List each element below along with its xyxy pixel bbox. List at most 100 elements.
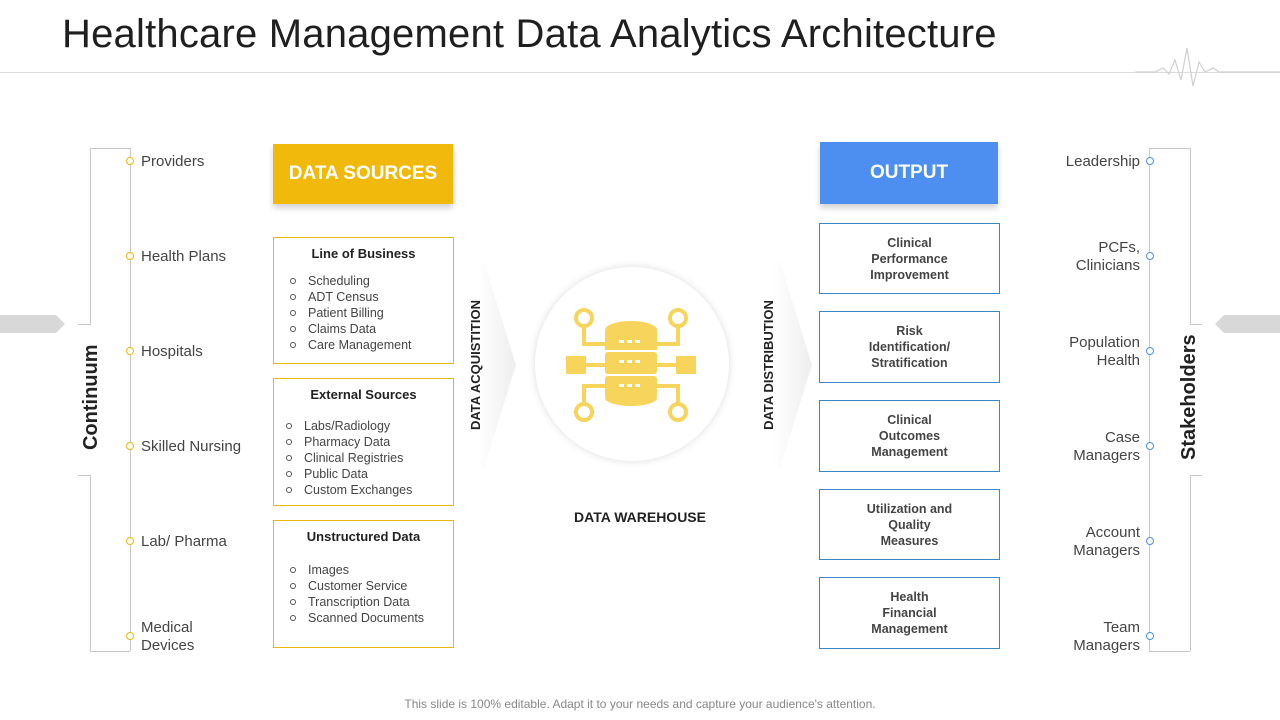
continuum-item: Health Plans <box>141 248 227 265</box>
list-item: Scanned Documents <box>290 610 453 626</box>
output-box: Risk Identification/ Stratification <box>819 311 1000 383</box>
continuum-bracket-upper <box>90 148 91 324</box>
line-of-business-box: Line of Business Scheduling ADT Census P… <box>273 237 454 364</box>
continuum-dot <box>126 252 134 260</box>
output-box: Clinical Outcomes Management <box>819 400 1000 472</box>
continuum-item: Medical Devices <box>141 619 195 654</box>
continuum-spine <box>130 148 131 651</box>
circle-bullet-icon <box>286 423 292 429</box>
stakeholders-bracket-lower <box>1190 475 1191 651</box>
continuum-bracket-mid-lower <box>78 475 91 476</box>
list-item: Public Data <box>286 466 453 482</box>
stakeholder-item: Account Managers <box>1073 524 1140 559</box>
circle-bullet-icon <box>290 278 296 284</box>
circle-bullet-icon <box>286 487 292 493</box>
list-item: Claims Data <box>290 321 453 337</box>
page-title: Healthcare Management Data Analytics Arc… <box>62 12 997 56</box>
stakeholder-dot <box>1146 252 1154 260</box>
stakeholder-dot <box>1146 157 1154 165</box>
unstructured-data-box: Unstructured Data Images Customer Servic… <box>273 520 454 648</box>
list-item: Custom Exchanges <box>286 482 453 498</box>
circle-bullet-icon <box>290 326 296 332</box>
acquisition-chevron-arrow <box>478 262 516 468</box>
output-box-label: Utilization and Quality Measures <box>866 501 953 548</box>
output-box: Clinical Performance Improvement <box>819 223 1000 294</box>
continuum-dot <box>126 442 134 450</box>
stakeholder-dot <box>1146 632 1154 640</box>
output-box-label: Risk Identification/ Stratification <box>868 324 951 370</box>
source-box-title: External Sources <box>310 387 417 402</box>
stakeholders-bracket-upper <box>1190 148 1191 324</box>
stakeholders-bracket-bottom-tick <box>1149 651 1190 652</box>
stakeholder-item: PCFs, Clinicians <box>1075 239 1140 274</box>
circle-bullet-icon <box>290 310 296 316</box>
continuum-item: Lab/ Pharma <box>141 533 227 550</box>
circle-bullet-icon <box>286 471 292 477</box>
list-item: Customer Service <box>290 578 453 594</box>
stakeholders-label: Stakeholders <box>1178 334 1200 460</box>
stakeholder-item: Team Managers <box>1073 619 1140 654</box>
circle-bullet-icon <box>290 599 296 605</box>
list-item: Images <box>290 562 453 578</box>
data-warehouse-label: DATA WAREHOUSE <box>574 509 706 525</box>
list-item: Scheduling <box>290 273 453 289</box>
stakeholder-item: Population Health <box>1069 334 1140 369</box>
continuum-bracket-mid-upper <box>78 324 91 325</box>
external-sources-box: External Sources Labs/Radiology Pharmacy… <box>273 378 454 506</box>
stakeholders-bracket-mid-upper <box>1190 324 1202 325</box>
continuum-item: Skilled Nursing <box>141 438 242 455</box>
circle-bullet-icon <box>290 342 296 348</box>
distribution-chevron-arrow <box>774 262 812 468</box>
header-divider <box>0 72 1280 73</box>
continuum-bracket-bottom-tick <box>90 651 130 652</box>
stakeholders-bracket-top-tick <box>1149 148 1190 149</box>
source-box-title: Line of Business <box>311 246 416 261</box>
list-item: Transcription Data <box>290 594 453 610</box>
stakeholder-dot <box>1146 347 1154 355</box>
source-list: Scheduling ADT Census Patient Billing Cl… <box>274 273 453 353</box>
stakeholder-dot <box>1146 537 1154 545</box>
continuum-bracket-top-tick <box>90 148 130 149</box>
list-item: Patient Billing <box>290 305 453 321</box>
stakeholders-spine <box>1149 148 1150 651</box>
stakeholder-item: Case Managers <box>1073 429 1140 464</box>
output-box: Utilization and Quality Measures <box>819 489 1000 560</box>
circle-bullet-icon <box>286 439 292 445</box>
output-box-label: Health Financial Management <box>871 590 948 636</box>
continuum-dot <box>126 632 134 640</box>
circle-bullet-icon <box>290 583 296 589</box>
heartbeat-pulse-icon <box>1135 47 1280 87</box>
circle-bullet-icon <box>286 455 292 461</box>
data-distribution-label: DATA DISTRIBUTION <box>761 300 776 430</box>
database-circuit-icon <box>566 308 696 422</box>
circle-bullet-icon <box>290 615 296 621</box>
continuum-dot <box>126 537 134 545</box>
continuum-dot <box>126 157 134 165</box>
stakeholder-dot <box>1146 442 1154 450</box>
list-item: ADT Census <box>290 289 453 305</box>
output-box-label: Clinical Outcomes Management <box>871 413 948 459</box>
list-item: Clinical Registries <box>286 450 453 466</box>
source-list: Labs/Radiology Pharmacy Data Clinical Re… <box>274 418 453 498</box>
footer-note: This slide is 100% editable. Adapt it to… <box>404 697 876 711</box>
source-list: Images Customer Service Transcription Da… <box>274 562 453 626</box>
source-box-title: Unstructured Data <box>306 529 421 544</box>
right-side-tab <box>1215 315 1280 333</box>
list-item: Care Management <box>290 337 453 353</box>
output-box: Health Financial Management <box>819 577 1000 649</box>
list-item: Pharmacy Data <box>286 434 453 450</box>
data-acquisition-label: DATA ACQUISTITION <box>468 300 483 430</box>
list-item: Labs/Radiology <box>286 418 453 434</box>
data-sources-header: DATA SOURCES <box>273 144 453 204</box>
continuum-item: Hospitals <box>141 343 203 360</box>
stakeholders-bracket-mid-lower <box>1190 475 1202 476</box>
circle-bullet-icon <box>290 294 296 300</box>
circle-bullet-icon <box>290 567 296 573</box>
left-side-tab <box>0 315 65 333</box>
continuum-item: Providers <box>141 153 205 170</box>
continuum-bracket-lower <box>90 475 91 651</box>
continuum-label: Continuum <box>80 344 102 450</box>
output-box-label: Clinical Performance Improvement <box>870 235 949 282</box>
stakeholder-item: Leadership <box>1065 153 1140 170</box>
output-header: OUTPUT <box>820 142 998 204</box>
